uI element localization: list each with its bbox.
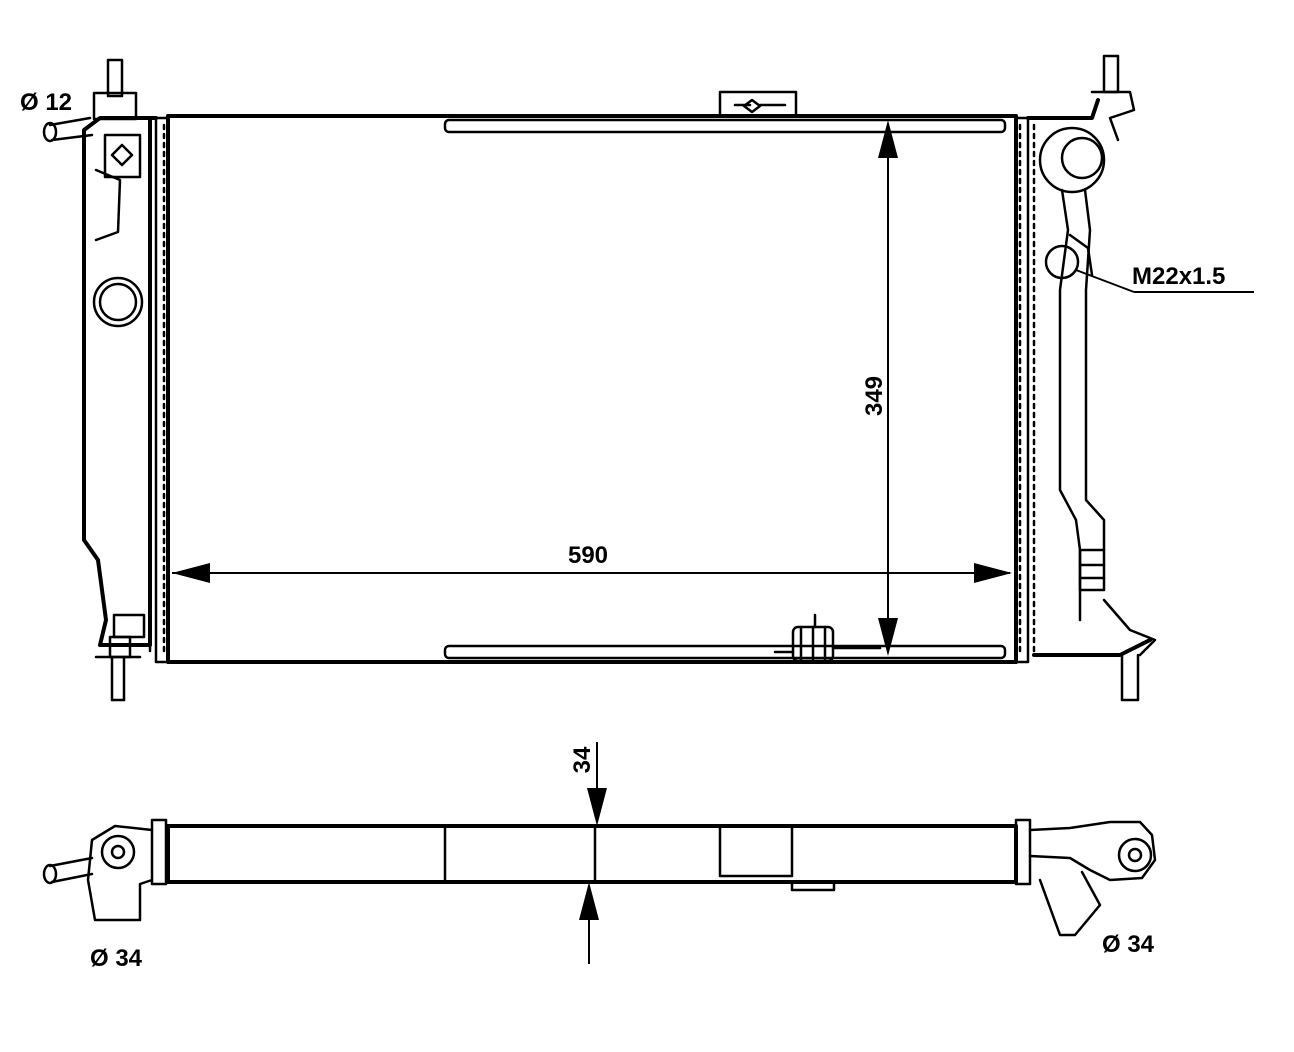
left-pipe-diameter-label: Ø 34 — [90, 945, 143, 972]
depth-label: 34 — [569, 746, 596, 773]
thread-callout: M22x1.5 — [1075, 263, 1254, 293]
depth-dimension: 34 — [569, 742, 607, 964]
temperature-sensor-port — [1044, 244, 1080, 280]
radiator-top-view — [42, 818, 1157, 937]
thread-label: M22x1.5 — [1132, 263, 1225, 290]
bottom-reinforcement-bar — [443, 644, 1007, 660]
height-dimension: 349 — [861, 120, 898, 656]
radiator-front-view — [42, 54, 1157, 702]
drain-plug — [773, 613, 882, 663]
height-label: 349 — [861, 376, 888, 416]
width-dimension: 590 — [172, 542, 1012, 583]
small-inlet-diameter-label: Ø 12 — [20, 89, 72, 116]
small-inlet-pipe — [48, 116, 94, 142]
right-header-tank — [1014, 116, 1036, 664]
left-header-tank — [148, 116, 170, 664]
right-side-tank — [1026, 54, 1157, 702]
top-mounting-bracket — [718, 90, 798, 118]
top-view-core — [166, 824, 1018, 884]
right-outlet-pipe — [1028, 820, 1157, 937]
left-outlet-pipe — [42, 824, 154, 922]
right-pipe-diameter-label: Ø 34 — [1102, 931, 1155, 958]
width-label: 590 — [568, 542, 608, 569]
top-reinforcement-bar — [443, 118, 1007, 134]
left-side-tank — [42, 58, 158, 702]
bottom-right-pin — [1120, 653, 1140, 702]
